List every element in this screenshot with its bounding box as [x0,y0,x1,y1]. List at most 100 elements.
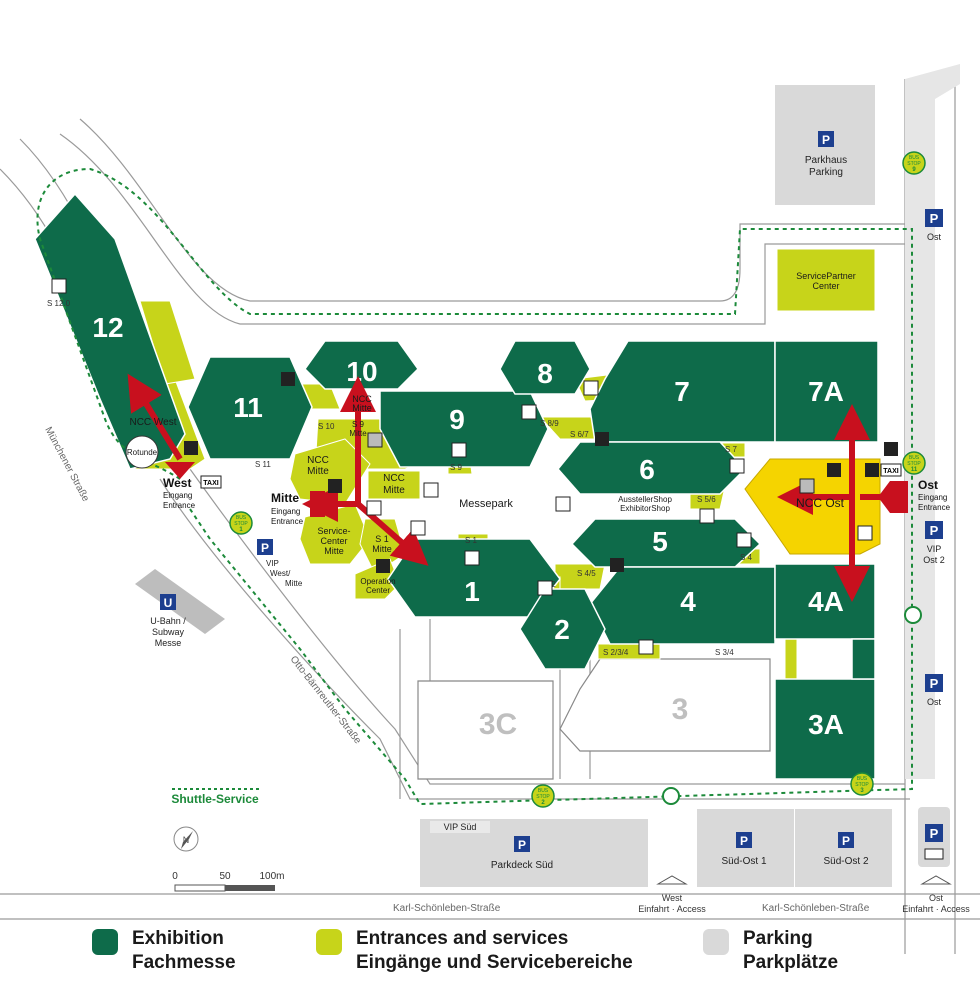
west-entrance-arrow-head [165,462,195,479]
legend-exhibition-en: Exhibition [132,928,224,949]
shuttle-bus-icon [904,606,922,624]
svg-text:STOP: STOP [907,461,921,467]
svg-text:STOP: STOP [536,794,550,800]
cafe-icon [451,442,467,458]
hall-3-label: 3 [672,693,689,726]
sued-ost1-label: Süd-Ost 1 [721,856,766,867]
atm-icon [367,432,383,448]
legend-parking-en: Parking [743,928,813,949]
hall-3a-shape [774,678,876,780]
s1-mitte-line2: Mitte [372,544,392,554]
hall-4a-label: 4A [808,586,844,617]
dog-icon [884,442,898,456]
sued-ost1-p: P [740,834,748,848]
legend-swatch-services [316,929,342,955]
otto-strasse-label: Otto-Bärnreuther-Straße [288,654,364,747]
legend-swatch-parking [703,929,729,955]
entrance-arrows [127,373,905,602]
svg-text:STOP: STOP [907,161,921,167]
stair-s234: S 2/3/4 [603,648,629,657]
vip-ost2-line1: VIP [927,544,942,554]
hall-9-label: 9 [449,404,465,435]
vip-ost2-p: P [930,523,939,538]
stair-s120: S 12.0 [47,299,71,308]
karl-strasse-2-label: Karl-Schönleben-Straße [762,903,870,914]
vip-west-p: P [261,541,269,555]
stair-s7: S 7 [725,445,738,454]
scale-0: 0 [172,871,178,882]
parking-markers: P Parkhaus Parking P Ost P VIP Ost 2 P O… [257,131,945,871]
parkdeck-sued-label: Parkdeck Süd [491,860,553,871]
stair-s89: S 8/9 [540,419,559,428]
hall-4a-annex [851,638,876,680]
parking-areas [135,85,950,887]
scale-100: 100m [259,871,284,882]
stair-s4: S 4 [740,553,753,562]
rotunde-circle [125,435,159,469]
bus-stop-11: BUS STOP 11 [902,451,926,475]
shuttle-bus-icon [662,787,680,805]
taxi-west-box [200,475,222,489]
parking-icon [925,209,943,227]
parking-icon [925,521,943,539]
rotunde-label: Rotunde [127,448,158,457]
hall-3c-label: 3C [479,708,517,741]
bbq-icon [555,496,571,512]
hall-10-label: 10 [346,356,377,387]
stair-s10: S 10 [318,422,335,431]
sued-ost2-label: Süd-Ost 2 [823,856,868,867]
bus-stops: BUS STOP 1 BUS STOP 2 BUS STOP 3 BUS STO… [229,151,926,808]
compass-needle-icon [181,831,193,849]
hall-6-label: 6 [639,454,655,485]
cafe-icon [736,532,752,548]
karl-strasse-1-label: Karl-Schönleben-Straße [393,903,501,914]
first-aid-icon [376,559,390,573]
hall-2-shape [519,588,606,670]
hall-4-shape [589,566,776,645]
stair-s45: S 4/5 [577,569,596,578]
ubahn-line3: Messe [155,638,182,648]
cafe-icon [729,458,745,474]
hall-11-label: 11 [233,392,263,423]
mitte-entrance-name: Mitte [271,491,299,505]
operation-center-line1: Operation [360,577,395,586]
bus-stop-3: BUS STOP 3 [850,772,874,796]
parking-icon [514,836,530,852]
svg-text:BUS: BUS [857,776,868,782]
bus-icon [924,848,944,860]
ncc-mitte-hex-line2: Mitte [307,466,329,477]
hall-8-shape [499,340,591,395]
cafe-icon [464,550,480,566]
service-icons [51,278,898,655]
ubahn-line1: U-Bahn / [150,616,186,626]
restaurant-icon [610,558,624,572]
access-west-line2: Einfahrt · Access [638,904,706,914]
parking-icon [257,539,273,555]
stair-s34: S 3/4 [715,648,734,657]
parking-icon [925,824,943,842]
legend-exhibition-de: Fachmesse [132,952,236,973]
first-aid-icon [184,441,198,455]
ncc-mitte-top-line2: Mitte [352,403,372,413]
legend-services-en: Entrances and services [356,928,569,949]
hall-1-label: 1 [464,576,480,607]
messepark-label: Messepark [459,498,513,510]
operation-center-line2: Center [366,586,390,595]
svg-text:BUS: BUS [236,515,247,521]
west-entrance-l2: Entrance [163,501,196,510]
legend-services-de: Eingänge und Servicebereiche [356,952,633,973]
hall-3c-outline [417,680,554,780]
cafe-icon [521,404,537,420]
cafe-icon [638,639,654,655]
parking-icon [818,131,834,147]
map-legend: Exhibition Fachmesse Entrances and servi… [0,915,980,993]
west-entrance-name: West [163,476,191,490]
ubahn-symbol: U [164,596,173,610]
hall-3a-label: 3A [808,709,844,740]
first-aid-icon [827,463,841,477]
svg-text:BUS: BUS [538,788,549,794]
mitte-entrance-arrow-head [310,491,325,517]
ost-top-label: Ost [927,232,942,242]
restaurant-icon [328,479,342,493]
